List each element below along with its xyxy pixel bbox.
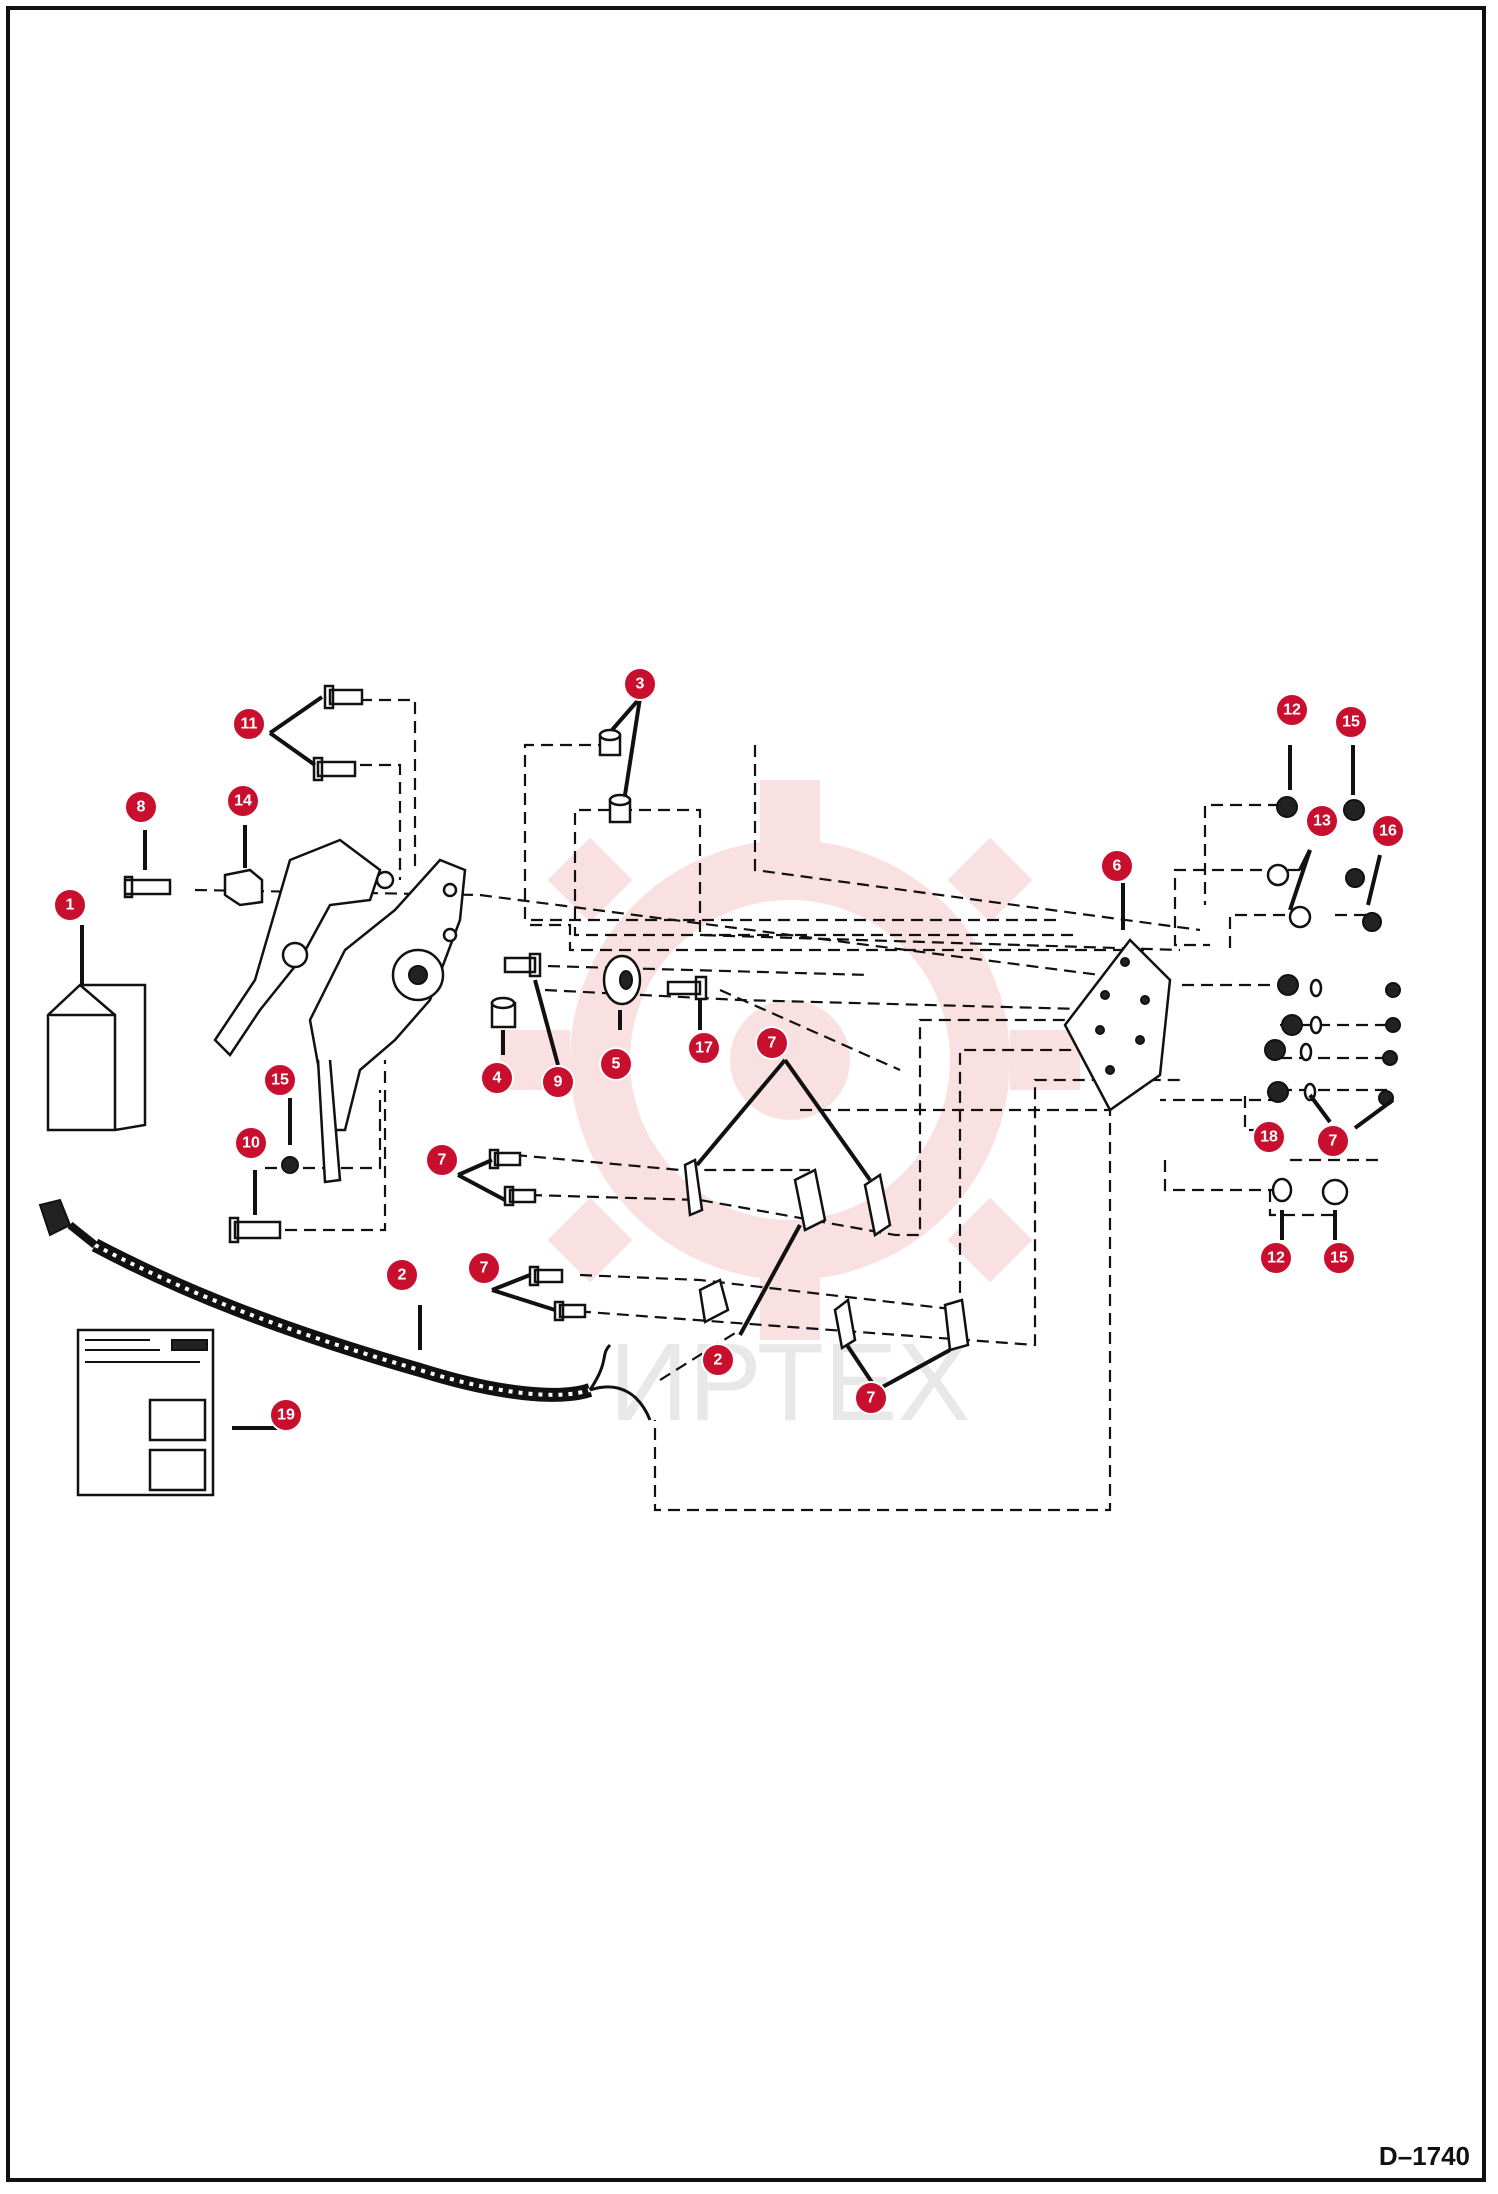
bracket-7-c — [863, 1172, 892, 1238]
part-2-harness — [38, 1198, 652, 1421]
svg-text:15: 15 — [1342, 714, 1360, 731]
svg-text:7: 7 — [438, 1152, 447, 1169]
svg-text:7: 7 — [1329, 1133, 1338, 1150]
part-15-nut-left — [281, 1156, 299, 1174]
svg-text:5: 5 — [612, 1056, 621, 1073]
part-1-box — [46, 983, 147, 1132]
callout-10[interactable]: 10 — [234, 1126, 268, 1160]
callout-18[interactable]: 18 — [1252, 1120, 1286, 1154]
svg-text:12: 12 — [1283, 702, 1301, 719]
svg-text:7: 7 — [768, 1035, 777, 1052]
part-8-bolt — [123, 875, 172, 899]
assembly-lines — [194, 698, 1390, 1512]
callout-14[interactable]: 14 — [226, 784, 260, 818]
bracket-7-b — [793, 1168, 827, 1232]
part-7-bolt-a — [488, 1148, 522, 1170]
callout-12-upper[interactable]: 12 — [1275, 693, 1309, 727]
callout-15-upper[interactable]: 15 — [1334, 705, 1368, 739]
svg-text:6: 6 — [1113, 858, 1122, 875]
svg-text:12: 12 — [1267, 1250, 1285, 1267]
drawing-frame — [6, 6, 1486, 2182]
svg-text:1: 1 — [66, 897, 75, 914]
svg-text:7: 7 — [480, 1260, 489, 1277]
drawing-code: D–1740 — [1378, 2141, 1470, 2171]
part-7-bolt-b — [503, 1185, 537, 1207]
callout-7-lower[interactable]: 7 — [854, 1381, 888, 1415]
callout-7-left-upper[interactable]: 7 — [425, 1143, 459, 1177]
part-11-bolt-upper — [323, 684, 364, 710]
callouts: 1 2 2 3 4 5 6 7 7 7 7 7 8 9 10 11 12 12 … — [53, 667, 1405, 1432]
svg-text:11: 11 — [241, 716, 258, 733]
part-19-decal — [76, 1328, 215, 1497]
part-9-bolt — [503, 952, 542, 978]
bracket-2-lower — [698, 1278, 730, 1324]
callout-17[interactable]: 17 — [687, 1031, 721, 1065]
callout-7-right[interactable]: 7 — [1316, 1124, 1350, 1158]
callout-1[interactable]: 1 — [53, 888, 87, 922]
bracket-7-a — [683, 1158, 704, 1217]
part-14-clamp — [223, 868, 264, 907]
svg-text:16: 16 — [1379, 823, 1397, 840]
part-6-plate — [1063, 938, 1172, 1112]
callout-15-lower[interactable]: 15 — [1322, 1241, 1356, 1275]
callout-3[interactable]: 3 — [623, 667, 657, 701]
svg-text:8: 8 — [137, 799, 146, 816]
svg-text:19: 19 — [277, 1407, 295, 1424]
watermark-text: ИРТЕХ — [609, 1321, 970, 1444]
svg-text:13: 13 — [1313, 813, 1331, 830]
part-7-bolt-c — [528, 1265, 564, 1287]
callout-16[interactable]: 16 — [1371, 814, 1405, 848]
callout-8[interactable]: 8 — [124, 790, 158, 824]
part-11-bolt-lower — [312, 756, 357, 782]
svg-text:18: 18 — [1260, 1129, 1278, 1146]
callout-19[interactable]: 19 — [269, 1398, 303, 1432]
svg-text:2: 2 — [714, 1352, 723, 1369]
svg-text:14: 14 — [234, 793, 252, 810]
svg-text:9: 9 — [554, 1074, 563, 1091]
svg-text:10: 10 — [242, 1135, 260, 1152]
parts — [38, 684, 1401, 1497]
callout-2-bracket[interactable]: 2 — [701, 1343, 735, 1377]
callout-4[interactable]: 4 — [480, 1061, 514, 1095]
right-fasteners — [1264, 796, 1401, 1206]
svg-text:2: 2 — [398, 1267, 407, 1284]
part-17-screw — [666, 975, 708, 1001]
part-7-bolt-d — [553, 1300, 587, 1322]
part-10-bolt — [228, 1216, 282, 1244]
callout-2-harness[interactable]: 2 — [385, 1258, 419, 1292]
svg-text:15: 15 — [1330, 1250, 1348, 1267]
callout-11[interactable]: 11 — [232, 707, 266, 741]
pedal-bracket-assembly — [213, 838, 467, 1184]
callout-13[interactable]: 13 — [1305, 804, 1339, 838]
svg-text:15: 15 — [271, 1072, 289, 1089]
bracket-7-e — [943, 1298, 970, 1352]
svg-text:7: 7 — [867, 1390, 876, 1407]
callout-6[interactable]: 6 — [1100, 849, 1134, 883]
callout-15-left[interactable]: 15 — [263, 1063, 297, 1097]
svg-text:3: 3 — [636, 676, 645, 693]
svg-text:17: 17 — [695, 1040, 713, 1057]
watermark-logo — [500, 780, 1080, 1340]
bracket-7-d — [833, 1297, 857, 1351]
svg-text:4: 4 — [493, 1070, 502, 1087]
callout-12-lower[interactable]: 12 — [1259, 1241, 1293, 1275]
callout-7-upper[interactable]: 7 — [755, 1026, 789, 1060]
callout-9[interactable]: 9 — [541, 1065, 575, 1099]
callout-7-left-lower[interactable]: 7 — [467, 1251, 501, 1285]
callout-5[interactable]: 5 — [599, 1047, 633, 1081]
